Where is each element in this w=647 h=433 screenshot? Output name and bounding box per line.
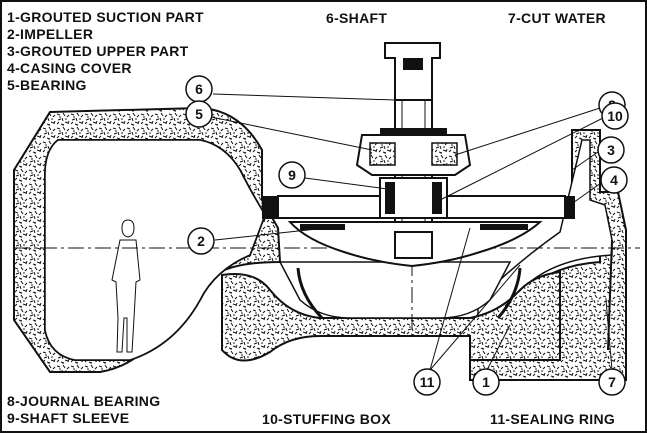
sealing-ring-left xyxy=(296,267,324,320)
callout-3: 3 xyxy=(597,136,625,164)
sealing-ring-right xyxy=(496,267,522,319)
legend-top-left: 1-GROUTED SUCTION PART 2-IMPELLER 3-GROU… xyxy=(7,9,204,94)
shaft-key xyxy=(403,58,423,70)
legend-shaft: 6-SHAFT xyxy=(326,10,388,26)
callout-9: 9 xyxy=(278,161,306,189)
svg-text:10: 10 xyxy=(607,108,623,124)
callout-7: 7 xyxy=(598,368,626,396)
casing-flange-left xyxy=(262,196,278,218)
casing-cover-left xyxy=(277,195,381,219)
bearing-left-race xyxy=(369,142,396,166)
human-figure-scale xyxy=(111,219,141,353)
svg-text:5: 5 xyxy=(195,106,203,122)
legend-stuffing-box: 10-STUFFING BOX xyxy=(262,411,391,427)
callout-1: 1 xyxy=(472,368,500,396)
svg-text:6: 6 xyxy=(195,81,203,97)
callout-4: 4 xyxy=(600,166,628,194)
svg-text:9: 9 xyxy=(288,167,296,183)
callout-10: 10 xyxy=(601,102,629,130)
legend-shaft-sleeve: 9-SHAFT SLEEVE xyxy=(7,410,130,426)
legend-bottom-left: 8-JOURNAL BEARING 9-SHAFT SLEEVE xyxy=(7,393,160,427)
svg-text:4: 4 xyxy=(610,172,618,188)
casing-flange-right xyxy=(565,196,575,218)
casing-cover-right xyxy=(446,195,566,219)
callout-6: 6 xyxy=(185,75,213,103)
bearing-cap xyxy=(380,128,447,136)
shaft-coupling xyxy=(384,42,441,101)
stuffing-box-packing xyxy=(432,182,442,214)
impeller-shroud xyxy=(300,224,528,230)
journal-bearing-race xyxy=(431,142,458,166)
legend-sealing-ring: 11-SEALING RING xyxy=(490,411,616,427)
callout-leaders xyxy=(210,93,613,371)
legend-casing-cover: 4-CASING COVER xyxy=(7,60,132,76)
callout-5: 5 xyxy=(185,100,213,128)
suction-duct xyxy=(278,261,512,319)
svg-text:3: 3 xyxy=(607,142,615,158)
legend-grouted-upper-part: 3-GROUTED UPPER PART xyxy=(7,43,189,59)
legend-grouted-suction-part: 1-GROUTED SUCTION PART xyxy=(7,9,204,25)
svg-text:11: 11 xyxy=(420,374,435,390)
shaft-sleeve xyxy=(385,182,395,214)
grouted-suction-part xyxy=(221,270,561,362)
legend-cut-water: 7-CUT WATER xyxy=(508,10,606,26)
svg-text:7: 7 xyxy=(608,374,616,390)
impeller-hub xyxy=(394,231,433,259)
legend-journal-bearing: 8-JOURNAL BEARING xyxy=(7,393,161,409)
callout-2: 2 xyxy=(187,227,215,255)
svg-text:1: 1 xyxy=(482,374,490,390)
legend-bearing: 5-BEARING xyxy=(7,77,87,93)
svg-text:2: 2 xyxy=(197,233,205,249)
legend-impeller: 2-IMPELLER xyxy=(7,26,94,42)
left-volute-passage xyxy=(44,139,266,361)
callout-11: 11 xyxy=(413,368,441,396)
